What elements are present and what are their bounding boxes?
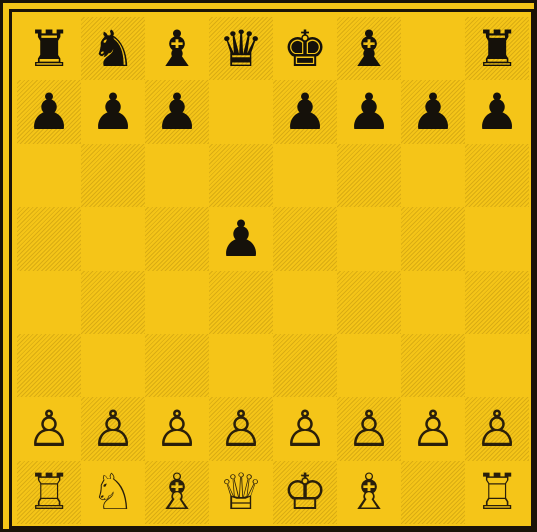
square-c7[interactable]: ♟	[145, 80, 209, 143]
square-e4[interactable]	[273, 271, 337, 334]
black-pawn-icon[interactable]: ♟	[283, 87, 328, 137]
square-h3[interactable]	[465, 334, 529, 397]
square-e6[interactable]	[273, 144, 337, 207]
white-pawn-icon[interactable]: ♙	[155, 404, 200, 454]
white-rook-icon[interactable]: ♖	[27, 467, 72, 517]
square-c1[interactable]: ♗	[145, 461, 209, 524]
square-a4[interactable]	[17, 271, 81, 334]
square-b3[interactable]	[81, 334, 145, 397]
white-king-icon[interactable]: ♔	[283, 467, 328, 517]
square-f1[interactable]: ♗	[337, 461, 401, 524]
square-g8[interactable]	[401, 17, 465, 80]
square-h2[interactable]: ♙	[465, 397, 529, 460]
square-h6[interactable]	[465, 144, 529, 207]
square-c8[interactable]: ♝	[145, 17, 209, 80]
black-pawn-icon[interactable]: ♟	[27, 87, 72, 137]
white-pawn-icon[interactable]: ♙	[475, 404, 520, 454]
square-e2[interactable]: ♙	[273, 397, 337, 460]
square-b7[interactable]: ♟	[81, 80, 145, 143]
square-d6[interactable]	[209, 144, 273, 207]
square-h5[interactable]	[465, 207, 529, 270]
square-b6[interactable]	[81, 144, 145, 207]
black-bishop-icon[interactable]: ♝	[155, 24, 200, 74]
square-f3[interactable]	[337, 334, 401, 397]
white-pawn-icon[interactable]: ♙	[27, 404, 72, 454]
white-pawn-icon[interactable]: ♙	[219, 404, 264, 454]
square-f2[interactable]: ♙	[337, 397, 401, 460]
square-a7[interactable]: ♟	[17, 80, 81, 143]
square-d5[interactable]: ♟	[209, 207, 273, 270]
square-g3[interactable]	[401, 334, 465, 397]
black-queen-icon[interactable]: ♛	[219, 24, 264, 74]
square-e1[interactable]: ♔	[273, 461, 337, 524]
square-h4[interactable]	[465, 271, 529, 334]
square-a1[interactable]: ♖	[17, 461, 81, 524]
white-queen-icon[interactable]: ♕	[219, 467, 264, 517]
square-h8[interactable]: ♜	[465, 17, 529, 80]
square-d1[interactable]: ♕	[209, 461, 273, 524]
square-c4[interactable]	[145, 271, 209, 334]
black-pawn-icon[interactable]: ♟	[219, 214, 264, 264]
square-g2[interactable]: ♙	[401, 397, 465, 460]
square-f7[interactable]: ♟	[337, 80, 401, 143]
square-a8[interactable]: ♜	[17, 17, 81, 80]
square-e5[interactable]	[273, 207, 337, 270]
square-b8[interactable]: ♞	[81, 17, 145, 80]
square-g6[interactable]	[401, 144, 465, 207]
square-a6[interactable]	[17, 144, 81, 207]
white-bishop-icon[interactable]: ♗	[155, 467, 200, 517]
square-b1[interactable]: ♘	[81, 461, 145, 524]
square-f6[interactable]	[337, 144, 401, 207]
square-e3[interactable]	[273, 334, 337, 397]
white-pawn-icon[interactable]: ♙	[283, 404, 328, 454]
black-rook-icon[interactable]: ♜	[475, 24, 520, 74]
black-pawn-icon[interactable]: ♟	[155, 87, 200, 137]
square-a5[interactable]	[17, 207, 81, 270]
square-g7[interactable]: ♟	[401, 80, 465, 143]
black-bishop-icon[interactable]: ♝	[347, 24, 392, 74]
white-bishop-icon[interactable]: ♗	[347, 467, 392, 517]
black-rook-icon[interactable]: ♜	[27, 24, 72, 74]
square-g5[interactable]	[401, 207, 465, 270]
square-d8[interactable]: ♛	[209, 17, 273, 80]
square-e7[interactable]: ♟	[273, 80, 337, 143]
black-pawn-icon[interactable]: ♟	[91, 87, 136, 137]
square-f8[interactable]: ♝	[337, 17, 401, 80]
square-c2[interactable]: ♙	[145, 397, 209, 460]
square-d3[interactable]	[209, 334, 273, 397]
square-d2[interactable]: ♙	[209, 397, 273, 460]
square-a3[interactable]	[17, 334, 81, 397]
chess-board[interactable]: ♜ ♞ ♝ ♛ ♚ ♝ ♜ ♟ ♟ ♟ ♟ ♟ ♟ ♟ ♟ ♙ ♙ ♙ ♙ ♙ ♙ ♙ ♙ ♖ ♘ ♗ ♕ ♔ ♗ ♖	[17, 17, 529, 524]
white-pawn-icon[interactable]: ♙	[91, 404, 136, 454]
square-f5[interactable]	[337, 207, 401, 270]
square-c6[interactable]	[145, 144, 209, 207]
white-knight-icon[interactable]: ♘	[91, 467, 136, 517]
square-b2[interactable]: ♙	[81, 397, 145, 460]
board-inner-frame: ♜ ♞ ♝ ♛ ♚ ♝ ♜ ♟ ♟ ♟ ♟ ♟ ♟ ♟ ♟ ♙ ♙ ♙ ♙ ♙ ♙ ♙ ♙ ♖ ♘ ♗ ♕ ♔ ♗ ♖	[9, 9, 534, 529]
square-b4[interactable]	[81, 271, 145, 334]
square-h7[interactable]: ♟	[465, 80, 529, 143]
square-d4[interactable]	[209, 271, 273, 334]
square-b5[interactable]	[81, 207, 145, 270]
square-h1[interactable]: ♖	[465, 461, 529, 524]
white-pawn-icon[interactable]: ♙	[411, 404, 456, 454]
black-pawn-icon[interactable]: ♟	[347, 87, 392, 137]
square-g4[interactable]	[401, 271, 465, 334]
white-rook-icon[interactable]: ♖	[475, 467, 520, 517]
square-c3[interactable]	[145, 334, 209, 397]
square-e8[interactable]: ♚	[273, 17, 337, 80]
square-f4[interactable]	[337, 271, 401, 334]
square-d7[interactable]	[209, 80, 273, 143]
square-g1[interactable]	[401, 461, 465, 524]
black-pawn-icon[interactable]: ♟	[411, 87, 456, 137]
black-king-icon[interactable]: ♚	[283, 24, 328, 74]
white-pawn-icon[interactable]: ♙	[347, 404, 392, 454]
square-a2[interactable]: ♙	[17, 397, 81, 460]
black-pawn-icon[interactable]: ♟	[475, 87, 520, 137]
square-c5[interactable]	[145, 207, 209, 270]
black-knight-icon[interactable]: ♞	[91, 24, 136, 74]
